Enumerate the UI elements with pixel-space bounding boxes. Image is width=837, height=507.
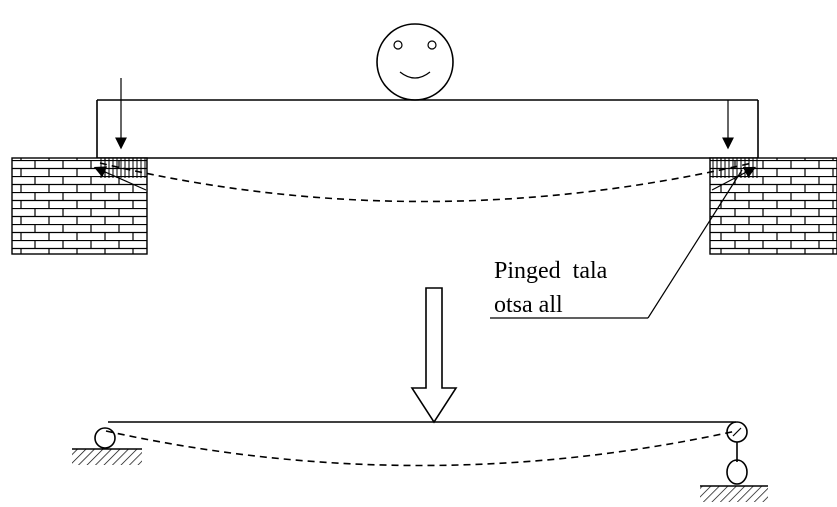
hollow-down-arrow-icon xyxy=(410,287,458,424)
deflection-curve-bottom xyxy=(105,430,737,467)
annotation-leader xyxy=(490,169,743,319)
reaction-arrows xyxy=(93,166,757,191)
simplified-beam xyxy=(105,421,737,467)
annotation-line-1: Pinged tala xyxy=(494,258,608,284)
right-brick-wall xyxy=(709,157,837,255)
smiley-face-icon xyxy=(376,23,454,101)
deflection-curve-top xyxy=(99,162,753,203)
right-pendulum-support-icon xyxy=(700,421,768,502)
annotation-line-2: otsa all xyxy=(494,292,563,318)
beam-frame xyxy=(96,99,759,159)
load-arrows xyxy=(115,78,734,150)
left-brick-wall xyxy=(11,157,148,255)
left-roller-support-icon xyxy=(72,427,142,465)
